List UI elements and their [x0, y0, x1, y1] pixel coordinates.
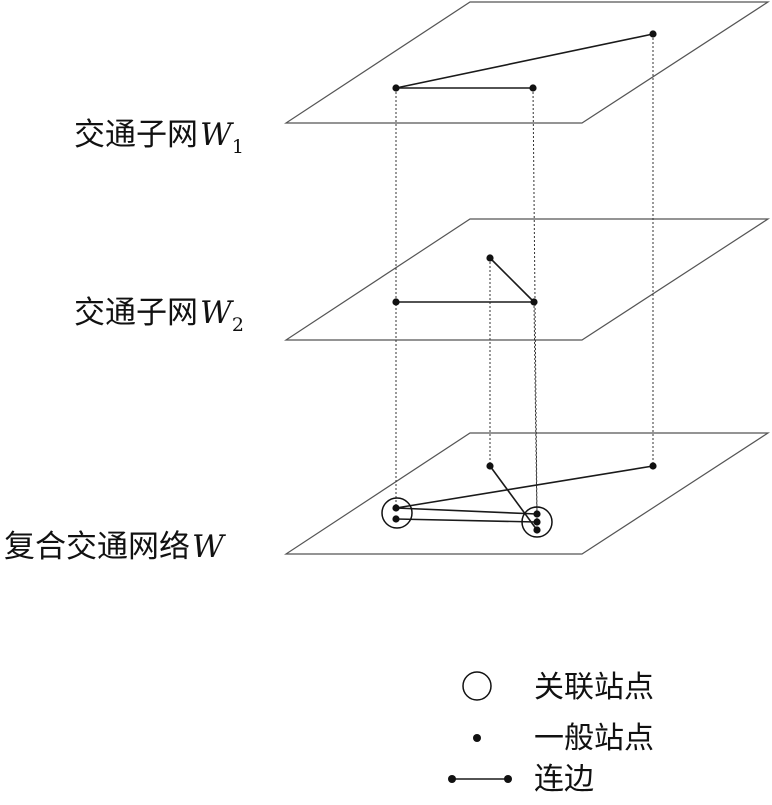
associated-station-ring-left — [381, 497, 413, 529]
legend-item-general-station: 一般站点 — [473, 721, 654, 756]
network-edge-7 — [395, 518, 538, 523]
legend-label-general-station: 一般站点 — [534, 721, 654, 756]
plane-w1 — [283, 1, 771, 124]
edge-line-icon-end-dot — [504, 775, 512, 783]
station-node-cb3 — [533, 526, 541, 534]
network-edge-8 — [489, 465, 538, 531]
legend-item-edge: 连边 — [448, 762, 594, 797]
associated-station-ring-right — [521, 506, 553, 538]
dot-icon — [473, 734, 481, 742]
plane-composite — [283, 432, 771, 555]
station-node-ca2 — [392, 515, 400, 523]
station-node-w2c — [486, 254, 494, 262]
legend-label-edge: 连边 — [534, 762, 594, 797]
plane-w2 — [283, 218, 771, 341]
layer-label-w1: 交通子网W1 — [74, 117, 244, 158]
network-edge-2 — [395, 33, 654, 89]
station-node-w2b — [530, 298, 538, 306]
layer-label-w2: 交通子网W2 — [74, 295, 244, 336]
legend: 关联站点 一般站点 连边 — [448, 670, 654, 797]
station-node-w1a — [392, 84, 400, 92]
projection-line-5 — [533, 301, 538, 523]
station-node-ca1 — [392, 504, 400, 512]
station-node-w1c — [649, 30, 657, 38]
circle-outline-icon — [462, 671, 492, 701]
station-node-cc — [486, 462, 494, 470]
network-planes — [283, 1, 771, 555]
legend-label-associated-station: 关联站点 — [534, 670, 654, 705]
station-node-w2a — [392, 298, 400, 306]
network-edges — [395, 33, 654, 531]
associated-station-rings — [381, 497, 553, 538]
network-nodes — [392, 30, 657, 534]
station-node-w1b — [529, 84, 537, 92]
layer-label-composite: 复合交通网络W — [4, 529, 226, 565]
network-edge-6 — [395, 507, 538, 515]
legend-item-associated-station: 关联站点 — [462, 670, 654, 705]
station-node-cd — [649, 462, 657, 470]
station-node-cb1 — [533, 510, 541, 518]
network-edge-4 — [489, 257, 535, 303]
network-edge-5 — [395, 465, 654, 509]
edge-line-icon-start-dot — [448, 775, 456, 783]
station-node-cb2 — [533, 518, 541, 526]
